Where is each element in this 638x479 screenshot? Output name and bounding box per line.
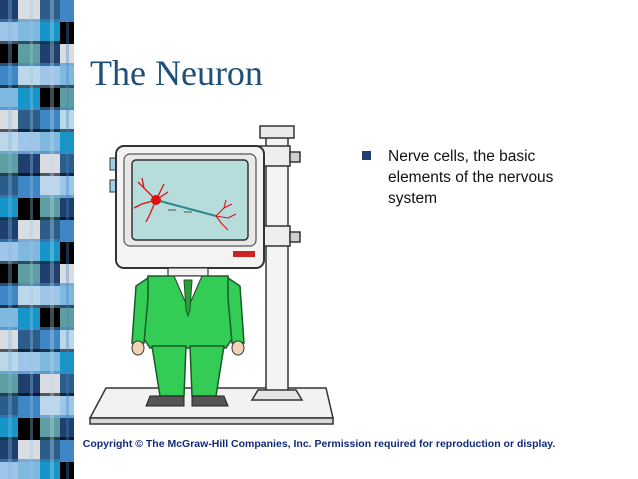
sidebar-pattern-icon: [0, 0, 74, 479]
man-with-monitor-head-illustration: [88, 125, 334, 425]
bullet-item: Nerve cells, the basic elements of the n…: [362, 146, 602, 209]
neuron-icon: [133, 177, 237, 231]
slide-title: The Neuron: [90, 53, 263, 93]
decorative-sidebar: [0, 0, 74, 479]
bullet-list: Nerve cells, the basic elements of the n…: [362, 146, 602, 209]
square-bullet-icon: [362, 151, 371, 160]
copyright-notice: Copyright © The McGraw-Hill Companies, I…: [82, 438, 556, 450]
bullet-text: Nerve cells, the basic elements of the n…: [388, 148, 554, 207]
